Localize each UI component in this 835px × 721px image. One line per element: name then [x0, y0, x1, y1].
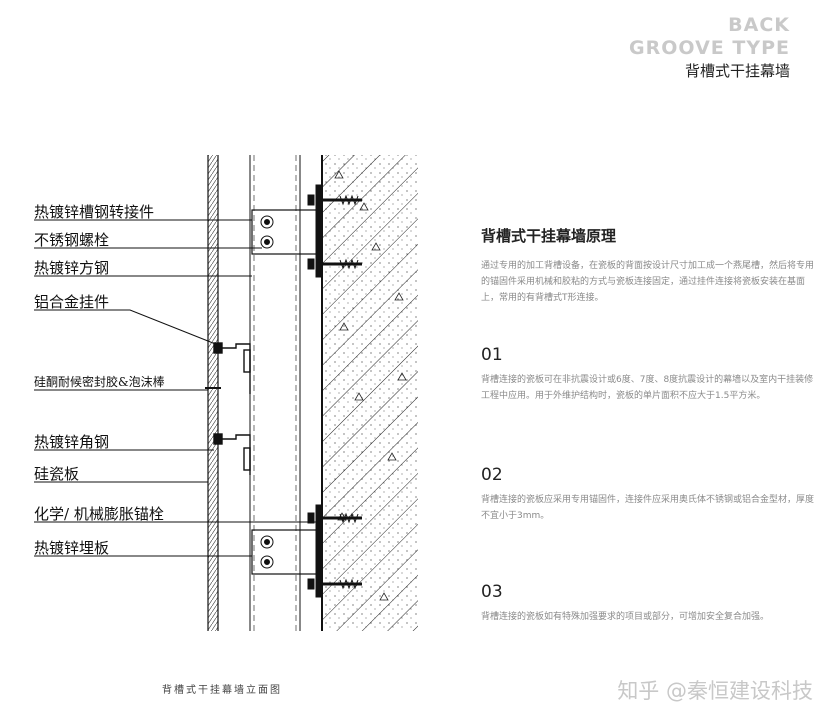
label-square-steel: 热镀锌方钢 — [34, 259, 109, 277]
item-number-01: 01 — [481, 345, 503, 365]
bottom-connector — [251, 504, 362, 598]
label-aluminum-hanger: 铝合金挂件 — [34, 293, 109, 311]
section-title: 背槽式干挂幕墙原理 — [481, 227, 617, 245]
concrete-wall — [321, 155, 418, 631]
item-text-01: 背槽连接的瓷板可在非抗震设计或6度、7度、8度抗震设计的幕墙以及室内干挂装修工程… — [481, 375, 814, 401]
item-number-02: 02 — [481, 465, 503, 485]
label-ceramic-panel: 硅瓷板 — [34, 465, 79, 483]
header-en-line1: BACK — [728, 14, 790, 36]
label-anchor-bolt: 化学/ 机械膨胀锚栓 — [34, 505, 164, 523]
label-stainless-bolt: 不锈钢螺栓 — [34, 231, 109, 249]
intro-paragraph: 通过专用的加工背槽设备，在瓷板的背面按设计尺寸加工成一个燕尾槽，然后将专用的锚固… — [481, 261, 815, 303]
header-en-line2: GROOVE TYPE — [629, 37, 790, 59]
label-sealant: 硅酮耐候密封胶&泡沫棒 — [34, 374, 165, 389]
item-text-02: 背槽连接的瓷板应采用专用锚固件，连接件应采用奥氏体不锈钢或铝合金型材，厚度不宜小… — [481, 495, 815, 521]
label-channel-connector: 热镀锌槽钢转接件 — [34, 203, 154, 221]
top-connector — [251, 184, 362, 278]
header-cn-title: 背槽式干挂幕墙 — [684, 62, 790, 80]
steel-tube — [249, 155, 301, 631]
label-angle-steel: 热镀锌角钢 — [34, 433, 109, 451]
watermark: 知乎 @秦恒建设科技 — [617, 679, 813, 703]
leader-lines — [34, 219, 316, 557]
label-embedded-plate: 热镀锌埋板 — [34, 539, 109, 557]
aluminum-hanger — [213, 342, 251, 475]
item-number-03: 03 — [481, 582, 503, 602]
item-text-03: 背槽连接的瓷板如有特殊加强要求的项目或部分，可增加安全复合加强。 — [481, 612, 770, 622]
ceramic-panel — [205, 155, 221, 631]
diagram-caption: 背槽式干挂幕墙立面图 — [162, 685, 282, 696]
